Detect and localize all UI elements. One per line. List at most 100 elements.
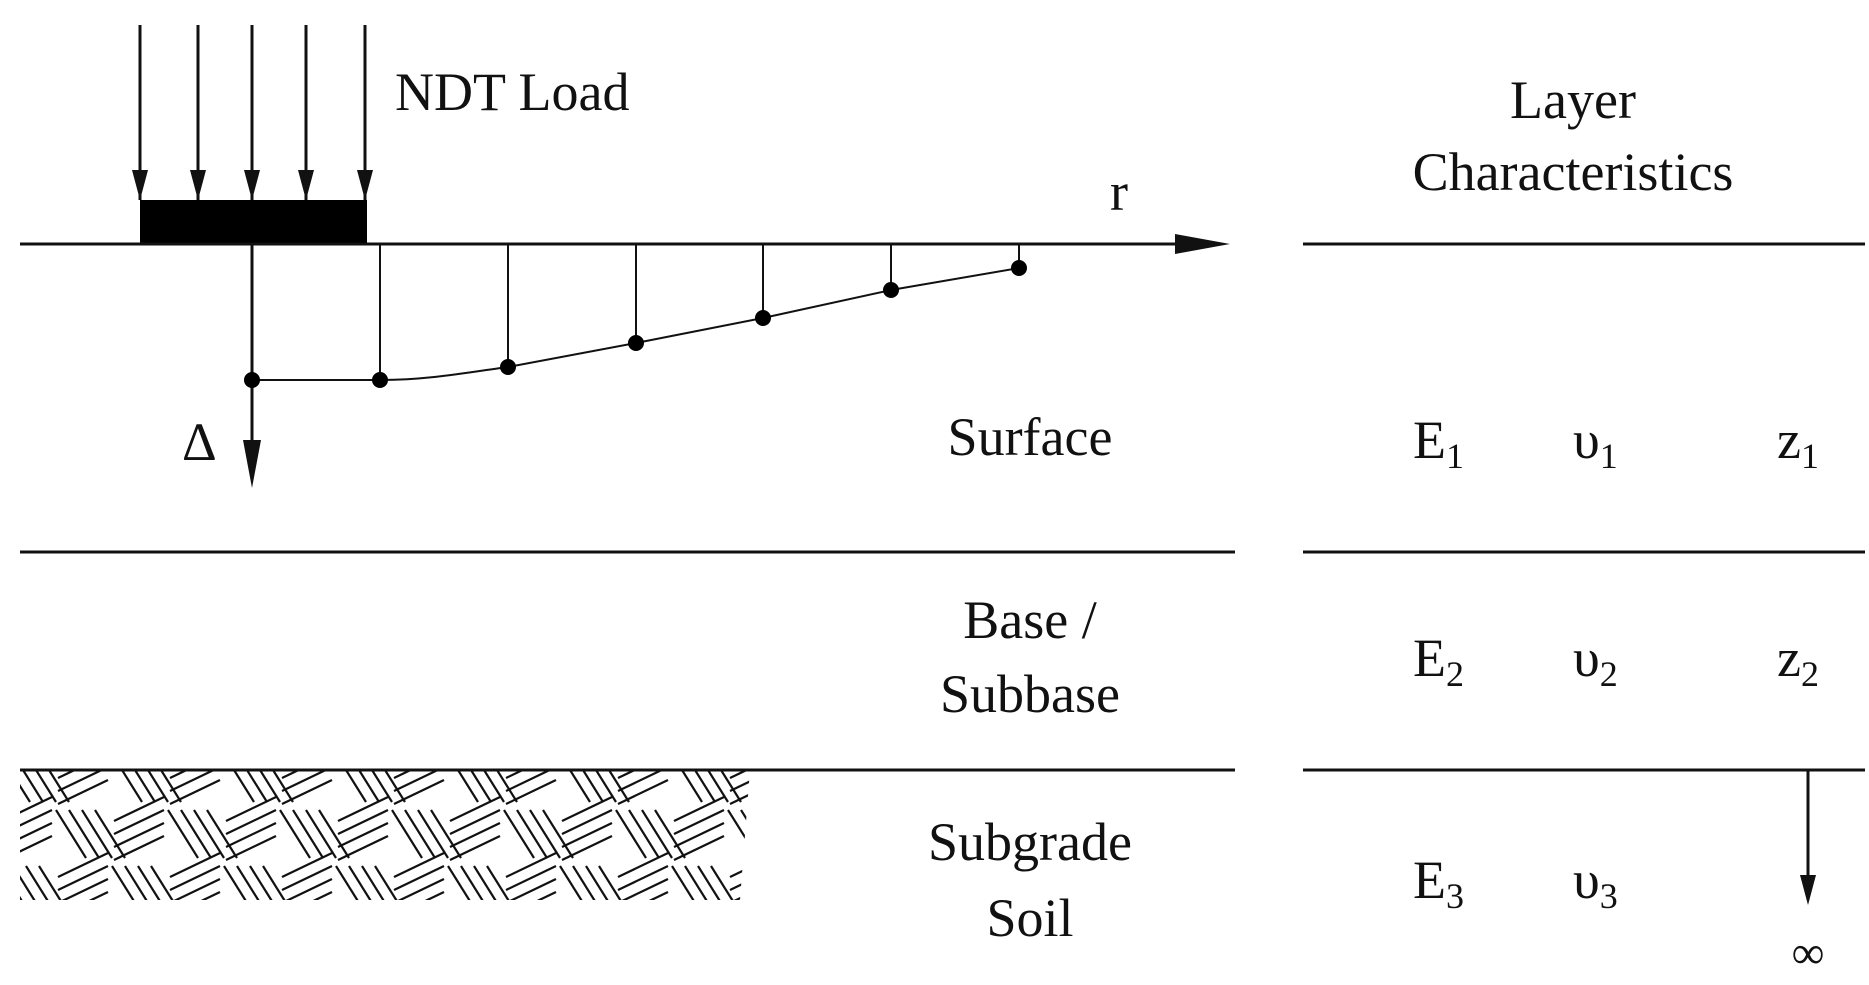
hatch-stroke [236, 770, 268, 803]
layer1-poisson: υ1 [1573, 410, 1618, 476]
hatch-stroke [562, 948, 612, 972]
hatch-stroke [823, 754, 853, 802]
hatch-stroke [450, 935, 500, 959]
hatch-stroke [193, 809, 225, 859]
header-line2: Characteristics [1413, 142, 1734, 202]
hatch-stroke [729, 865, 750, 891]
hatch-stroke [417, 809, 449, 859]
layer1-modulus: E1 [1413, 410, 1464, 476]
hatch-stroke [113, 796, 165, 822]
hatch-stroke [81, 809, 113, 859]
hatch-stroke [169, 891, 221, 900]
hatch-stroke [114, 948, 164, 972]
hatch-stroke [225, 796, 277, 822]
hatch-stroke [431, 922, 461, 970]
hatch-stroke [262, 865, 294, 900]
hatch-stroke [111, 865, 143, 900]
hatch-stroke [393, 779, 445, 805]
hatch-stroke [249, 770, 281, 803]
hatch-stroke [337, 835, 389, 861]
hatch-stroke [338, 948, 388, 972]
hatch-stroke [292, 809, 324, 859]
hatch-stroke [20, 822, 53, 848]
hatch-stroke [306, 922, 336, 970]
hatch-stroke [450, 909, 500, 933]
layer3-poisson: υ3 [1573, 850, 1618, 916]
hatch-stroke [170, 741, 220, 765]
hatch-stroke [57, 852, 109, 878]
hatch-stroke [113, 809, 165, 835]
subgrade-hatch-pattern [2, 741, 853, 972]
hatch-stroke [727, 809, 750, 859]
sensor-lines [379, 244, 1020, 380]
hatch-stroke [137, 770, 169, 803]
hatch-stroke [374, 865, 406, 900]
hatch-stroke [150, 770, 182, 803]
hatch-stroke [786, 836, 836, 860]
hatch-stroke [517, 922, 547, 970]
hatch-stroke [797, 754, 827, 802]
hatch-stroke [223, 770, 255, 803]
hatch-stroke [167, 809, 199, 859]
hatch-stroke [57, 891, 109, 900]
layer-name-surface: Surface [948, 407, 1113, 467]
hatch-stroke [2, 948, 52, 972]
hatch-stroke [598, 770, 630, 803]
hatch-stroke [348, 770, 380, 803]
hatch-stroke [473, 770, 505, 803]
deflection-axis-label: Δ [182, 412, 217, 472]
hatch-stroke [20, 770, 44, 803]
hatch-stroke [741, 922, 771, 970]
infinite-thickness-arrow-head [1800, 875, 1816, 905]
layer2-modulus: E2 [1413, 628, 1464, 694]
hatch-stroke [784, 754, 814, 802]
hatch-stroke [486, 865, 518, 900]
hatch-stroke [505, 865, 557, 891]
hatch-stroke [113, 835, 165, 861]
hatch-stroke [348, 865, 380, 900]
hatch-stroke [671, 770, 703, 803]
hatch-stroke [729, 779, 750, 805]
hatch-stroke [797, 866, 827, 914]
hatch-stroke [562, 909, 612, 933]
hatch-stroke [392, 922, 422, 970]
hatch-stroke [786, 797, 836, 821]
hatch-stroke [516, 809, 548, 859]
hatch-stroke [460, 865, 492, 900]
hatch-stroke [169, 852, 221, 878]
infinite-thickness-symbol: ∞ [1792, 927, 1825, 978]
hatch-stroke [559, 865, 591, 900]
hatch-stroke [767, 810, 797, 858]
hatch-stroke [137, 865, 169, 900]
hatch-stroke [505, 852, 557, 878]
hatch-stroke [169, 878, 221, 900]
load-label: NDT Load [395, 62, 629, 122]
hatch-stroke [617, 852, 669, 878]
hatch-stroke [305, 809, 337, 859]
hatch-stroke [281, 891, 333, 900]
hatch-stroke [393, 891, 445, 900]
hatch-stroke [38, 770, 70, 803]
hatch-stroke [786, 948, 836, 972]
hatch-stroke [505, 891, 557, 900]
hatch-stroke [404, 809, 436, 859]
hatch-stroke [226, 935, 276, 959]
hatch-stroke [281, 779, 333, 805]
hatch-stroke [169, 865, 221, 891]
layer-name-base-line1: Base / [963, 590, 1096, 650]
hatch-stroke [786, 935, 836, 959]
hatch-stroke [729, 770, 750, 779]
hatch-stroke [95, 922, 125, 970]
hatch-stroke [617, 878, 669, 900]
hatch-stroke [654, 809, 686, 859]
hatch-stroke [111, 770, 143, 803]
hatch-stroke [674, 909, 724, 933]
layer2-poisson: υ2 [1573, 628, 1618, 694]
hatch-stroke [506, 741, 556, 765]
hatch-stroke [56, 922, 86, 970]
hatch-stroke [338, 909, 388, 933]
hatch-stroke [628, 809, 660, 859]
hatch-stroke [113, 822, 165, 848]
hatch-stroke [94, 809, 126, 859]
hatch-stroke [279, 809, 311, 859]
